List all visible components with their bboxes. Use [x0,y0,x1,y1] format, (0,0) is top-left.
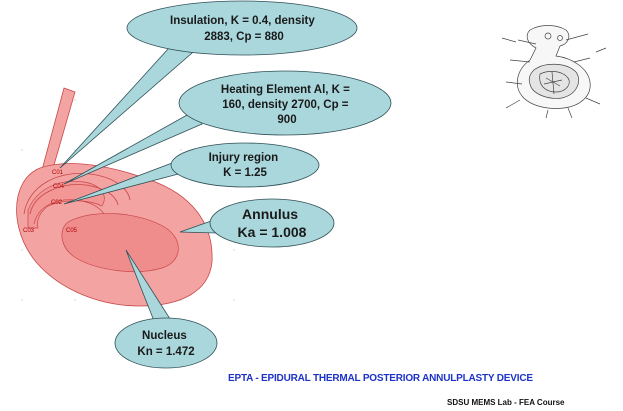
diagram-title: EPTA - EPIDURAL THERMAL POSTERIOR ANNULP… [228,373,533,384]
callout-injury-region-bubble [170,142,320,188]
course-credit: SDSU MEMS Lab - FEA Course [447,398,565,407]
callout-annulus-bubble [209,198,335,248]
svg-text:Nucleus Kn = 1.472: Nucleus Kn = 1.472 [137,330,194,358]
callout-heating-element-line-1: Heating Element Al, K = [221,84,350,96]
callout-heating-element-line-2: 160, density 2700, Cp = [222,99,349,111]
region-labels: C01 C04 C02 C03 C05 [23,170,78,234]
region-label-c05: C05 [66,228,78,234]
region-label-c01: C01 [52,170,64,176]
heating-element-arc [29,184,119,215]
svg-text:Insulation, K = 0.4, density: Insulation, K = 0.4, density 2883, Cp = … [170,15,318,43]
callout-nucleus-line-2: Kn = 1.472 [137,346,194,358]
vertebra-illustration [501,25,607,119]
injury-region [27,180,105,229]
callout-insulation-line-1: Insulation, K = 0.4, density [170,15,315,27]
callout-nucleus: Nucleus Kn = 1.472 [114,249,218,369]
svg-text:Injury region K = 1.25: Injury region K = 1.25 [209,152,282,179]
callout-nucleus-line-1: Nucleus [142,330,187,342]
svg-text:Annulus Ka = 1.008: Annulus Ka = 1.008 [238,206,307,240]
region-label-c03: C03 [23,228,35,234]
region-label-c02: C02 [51,200,63,206]
callout-heating-element: Heating Element Al, K = 160, density 270… [63,70,392,185]
callout-nucleus-bubble [114,317,218,369]
nucleus-region [61,213,179,272]
callout-injury-region: Injury region K = 1.25 [63,142,320,205]
callout-insulation-line-2: 2883, Cp = 880 [204,31,284,43]
svg-text:Heating Element Al, K =: Heating Element Al, K = 160, density 270… [221,84,353,126]
callout-injury-region-line-2: K = 1.25 [223,167,267,179]
callout-annulus-line-1: Annulus [242,206,298,222]
callout-annulus: Annulus Ka = 1.008 [179,198,335,248]
callout-heating-element-bubble [178,70,392,136]
callout-insulation-bubble [126,0,358,56]
callout-insulation: Insulation, K = 0.4, density 2883, Cp = … [59,0,358,169]
region-label-c04: C04 [53,184,65,190]
callout-heating-element-line-3: 900 [277,114,296,126]
callout-annulus-line-2: Ka = 1.008 [238,224,307,240]
callout-injury-region-line-1: Injury region [209,152,279,164]
